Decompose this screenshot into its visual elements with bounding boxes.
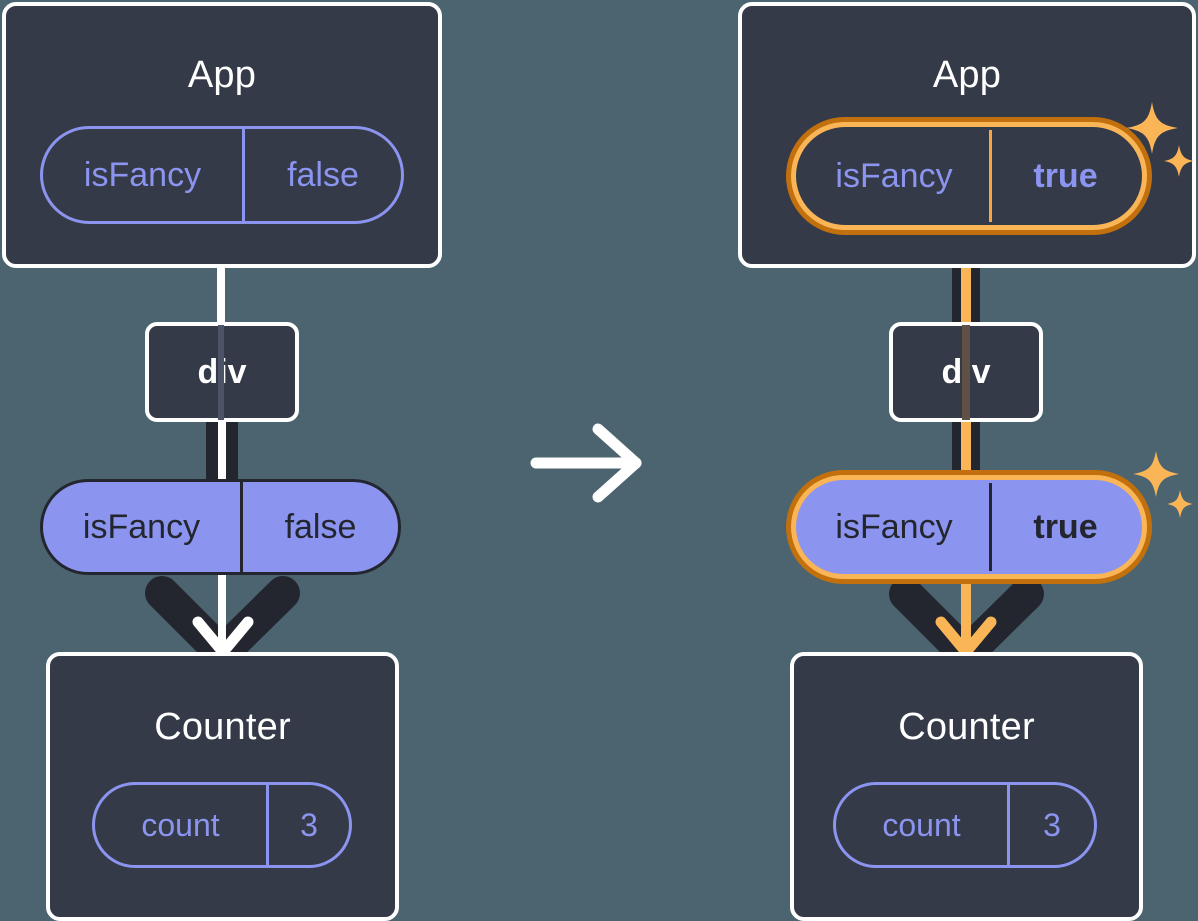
connector-app-to-div-core-after (961, 228, 971, 324)
app-state-value-before: false (242, 129, 401, 221)
counter-state-name-before: count (141, 806, 220, 843)
connector-prop-to-counter-shaft-after (961, 576, 971, 654)
app-title-after: App (932, 54, 1002, 96)
app-title-before: App (187, 54, 257, 96)
connector-div-to-prop-right-rail-before (226, 420, 238, 482)
connector-app-to-div-before (217, 262, 225, 322)
transition-right-arrow (530, 423, 642, 503)
counter-state-value-before: 3 (266, 785, 349, 865)
counter-state-pill-after: count 3 (833, 782, 1097, 868)
connector-inside-div-before (218, 325, 224, 420)
app-state-pill-highlight-ring-after: isFancy true (786, 117, 1152, 235)
prop-value-before: false (240, 482, 398, 572)
prop-value-after: true (989, 483, 1139, 571)
sparkle-large-icon-prop-after (1133, 451, 1193, 518)
counter-state-value-after: 3 (1007, 785, 1094, 865)
prop-name-before: isFancy (82, 507, 201, 546)
app-state-name-after: isFancy (835, 156, 953, 195)
connector-prop-to-counter-shaft-before (218, 575, 226, 653)
connector-div-to-prop-core-before (218, 420, 226, 482)
prop-name-after: isFancy (835, 507, 953, 546)
connector-div-to-prop-core-after (961, 420, 971, 482)
counter-component-box-before: Counter (46, 652, 399, 921)
counter-title-before: Counter (154, 706, 291, 748)
app-state-pill-after: isFancy true (796, 127, 1142, 225)
app-state-name-before: isFancy (83, 155, 202, 194)
app-state-pill-before: isFancy false (40, 126, 404, 224)
counter-title-after: Counter (898, 706, 1035, 748)
counter-state-pill-before: count 3 (92, 782, 352, 868)
prop-pill-before: isFancy false (40, 479, 401, 575)
counter-state-name-after: count (882, 806, 961, 843)
app-state-value-after: true (989, 130, 1139, 222)
connector-div-to-prop-left-rail-before (206, 420, 218, 482)
sparkle-large-icon-app-after (1126, 102, 1194, 177)
prop-pill-after: isFancy true (796, 480, 1142, 574)
connector-inside-div-after (962, 325, 970, 420)
prop-pill-highlight-ring-after: isFancy true (786, 470, 1152, 584)
